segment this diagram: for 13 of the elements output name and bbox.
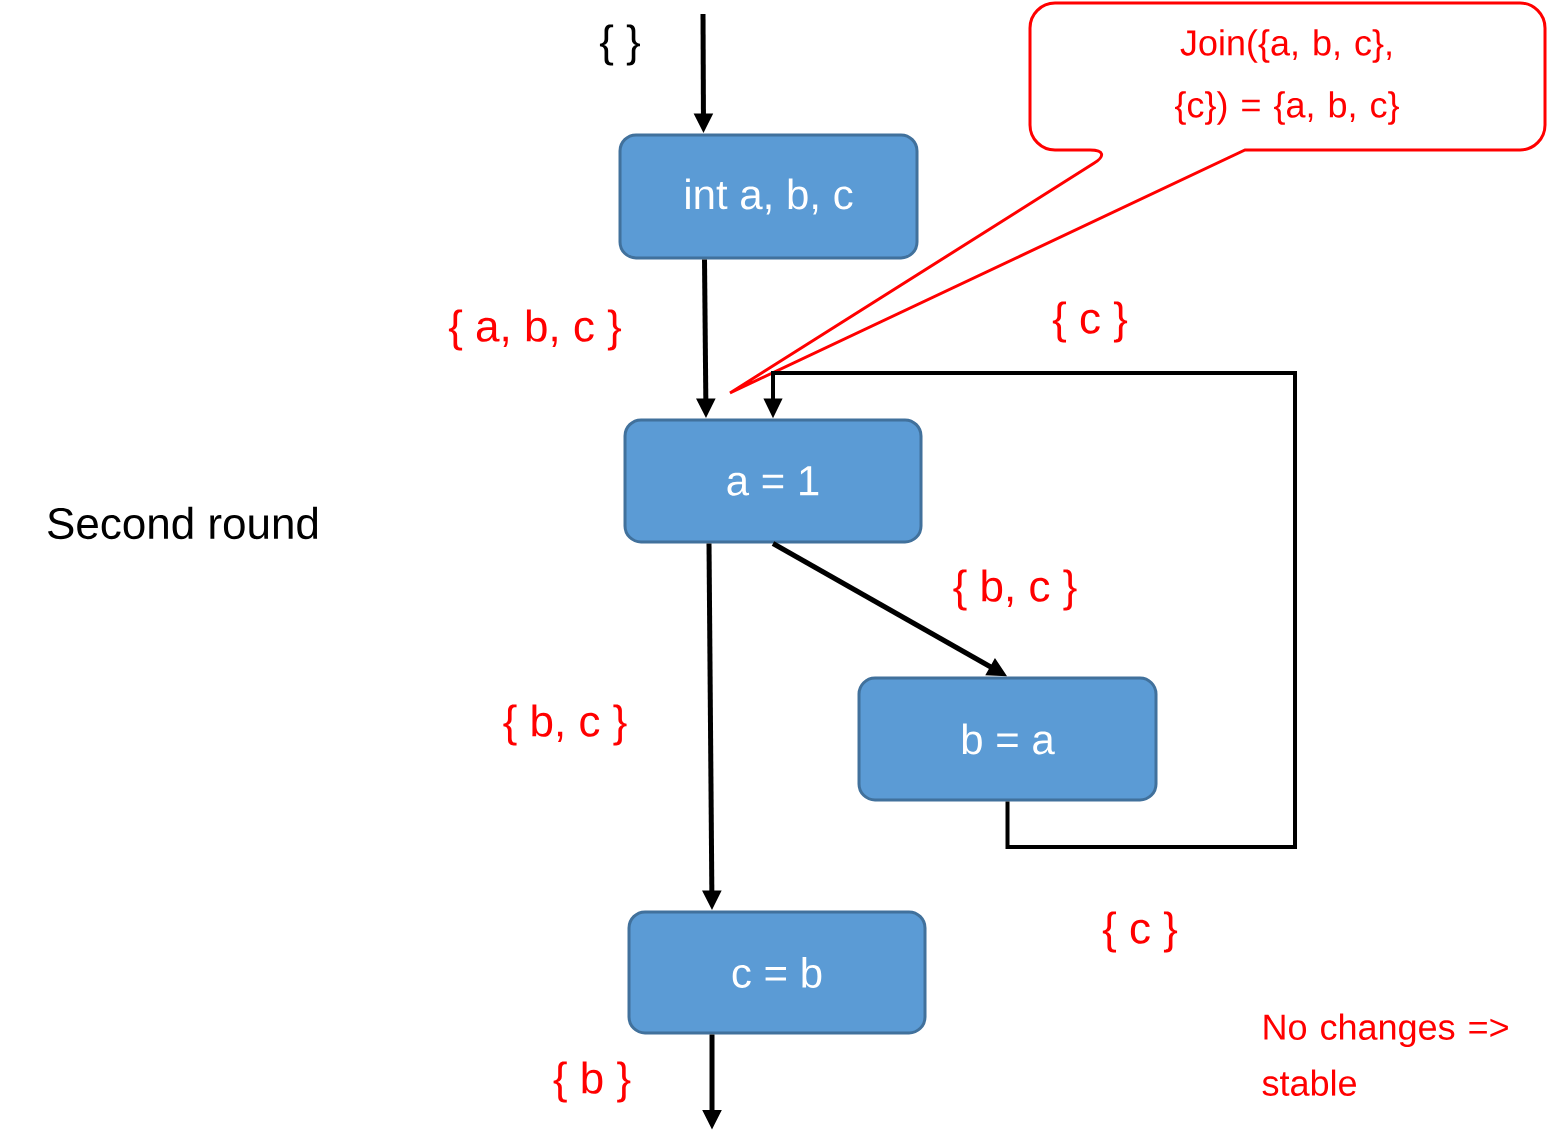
- title-label: Second round: [48, 506, 318, 540]
- process-box: c = b: [627, 910, 927, 1035]
- note: No changes => stable: [1262, 1013, 1508, 1096]
- edge-label: { b, c }: [503, 704, 627, 746]
- process-box: a = 1: [623, 418, 923, 544]
- edge-label: { }: [599, 24, 640, 66]
- edge-label: { a, b, c }: [448, 309, 622, 351]
- edge-label: { c }: [1052, 301, 1128, 343]
- set-label: { c }: [1102, 911, 1178, 953]
- process-box: b = a: [857, 676, 1158, 802]
- edge-label: { b }: [553, 1061, 631, 1103]
- edge-label: { b, c }: [953, 569, 1077, 611]
- process-box: int a, b, c: [618, 133, 919, 260]
